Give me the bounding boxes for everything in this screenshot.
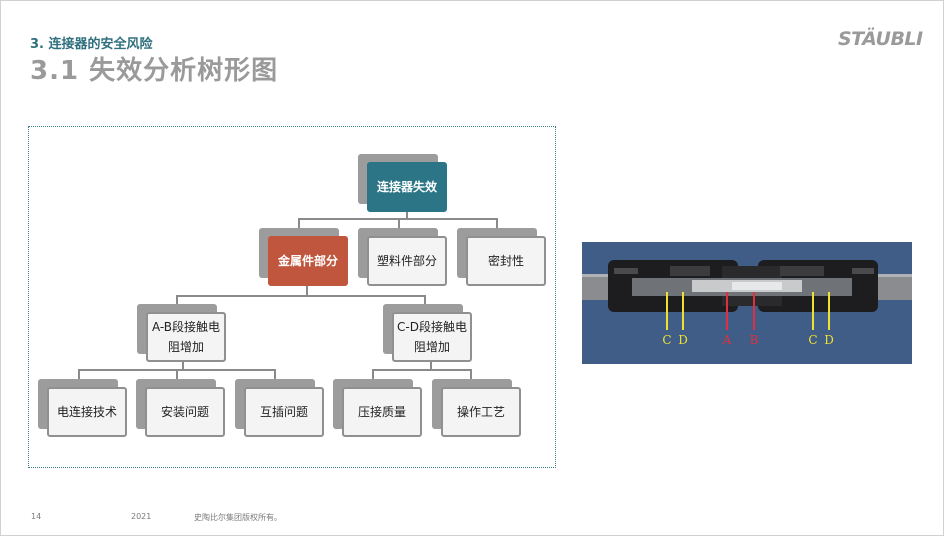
node-connector-failure: 连接器失效 bbox=[358, 154, 447, 212]
page-number: 14 bbox=[31, 512, 42, 521]
connector-cd-2 bbox=[470, 369, 472, 387]
connector-metal-down bbox=[306, 286, 308, 296]
node-sealing: 密封性 bbox=[457, 228, 546, 286]
connector-level4-cd-bar bbox=[372, 369, 472, 371]
footer-year: 2021 bbox=[131, 512, 152, 521]
connector-cd-1 bbox=[372, 369, 374, 387]
connector-metal bbox=[298, 218, 300, 236]
connector-seal bbox=[496, 218, 498, 236]
node-plastic-parts: 塑料件部分 bbox=[358, 228, 447, 286]
connector-plastic bbox=[398, 218, 400, 236]
node-operation-process: 操作工艺 bbox=[432, 379, 521, 437]
connector-ab-2 bbox=[176, 369, 178, 387]
node-intermating-issue: 互插问题 bbox=[235, 379, 324, 437]
connector-root-down bbox=[406, 211, 408, 219]
fault-tree-frame bbox=[28, 126, 556, 468]
connector-cross-section-image bbox=[582, 242, 912, 364]
node-ab-contact-resistance: A-B段接触电阻增加 bbox=[137, 304, 226, 362]
node-electrical-connection-tech: 电连接技术 bbox=[38, 379, 127, 437]
connector-cd-down bbox=[430, 362, 432, 370]
connector-ab-down bbox=[182, 362, 184, 370]
node-installation-issue: 安装问题 bbox=[136, 379, 225, 437]
connector-level3-bar bbox=[176, 295, 426, 297]
connector-ab-3 bbox=[274, 369, 276, 387]
node-crimp-quality: 压接质量 bbox=[333, 379, 422, 437]
node-metal-parts: 金属件部分 bbox=[259, 228, 348, 286]
page-title: 3.1 失效分析树形图 bbox=[30, 56, 279, 86]
connector-ab-1 bbox=[78, 369, 80, 387]
footer-copyright: 史陶比尔集团版权所有。 bbox=[194, 513, 282, 522]
brand-logo: STÄUBLI bbox=[838, 28, 923, 50]
section-subtitle: 3. 连接器的安全风险 bbox=[30, 37, 153, 52]
node-cd-contact-resistance: C-D段接触电阻增加 bbox=[383, 304, 472, 362]
